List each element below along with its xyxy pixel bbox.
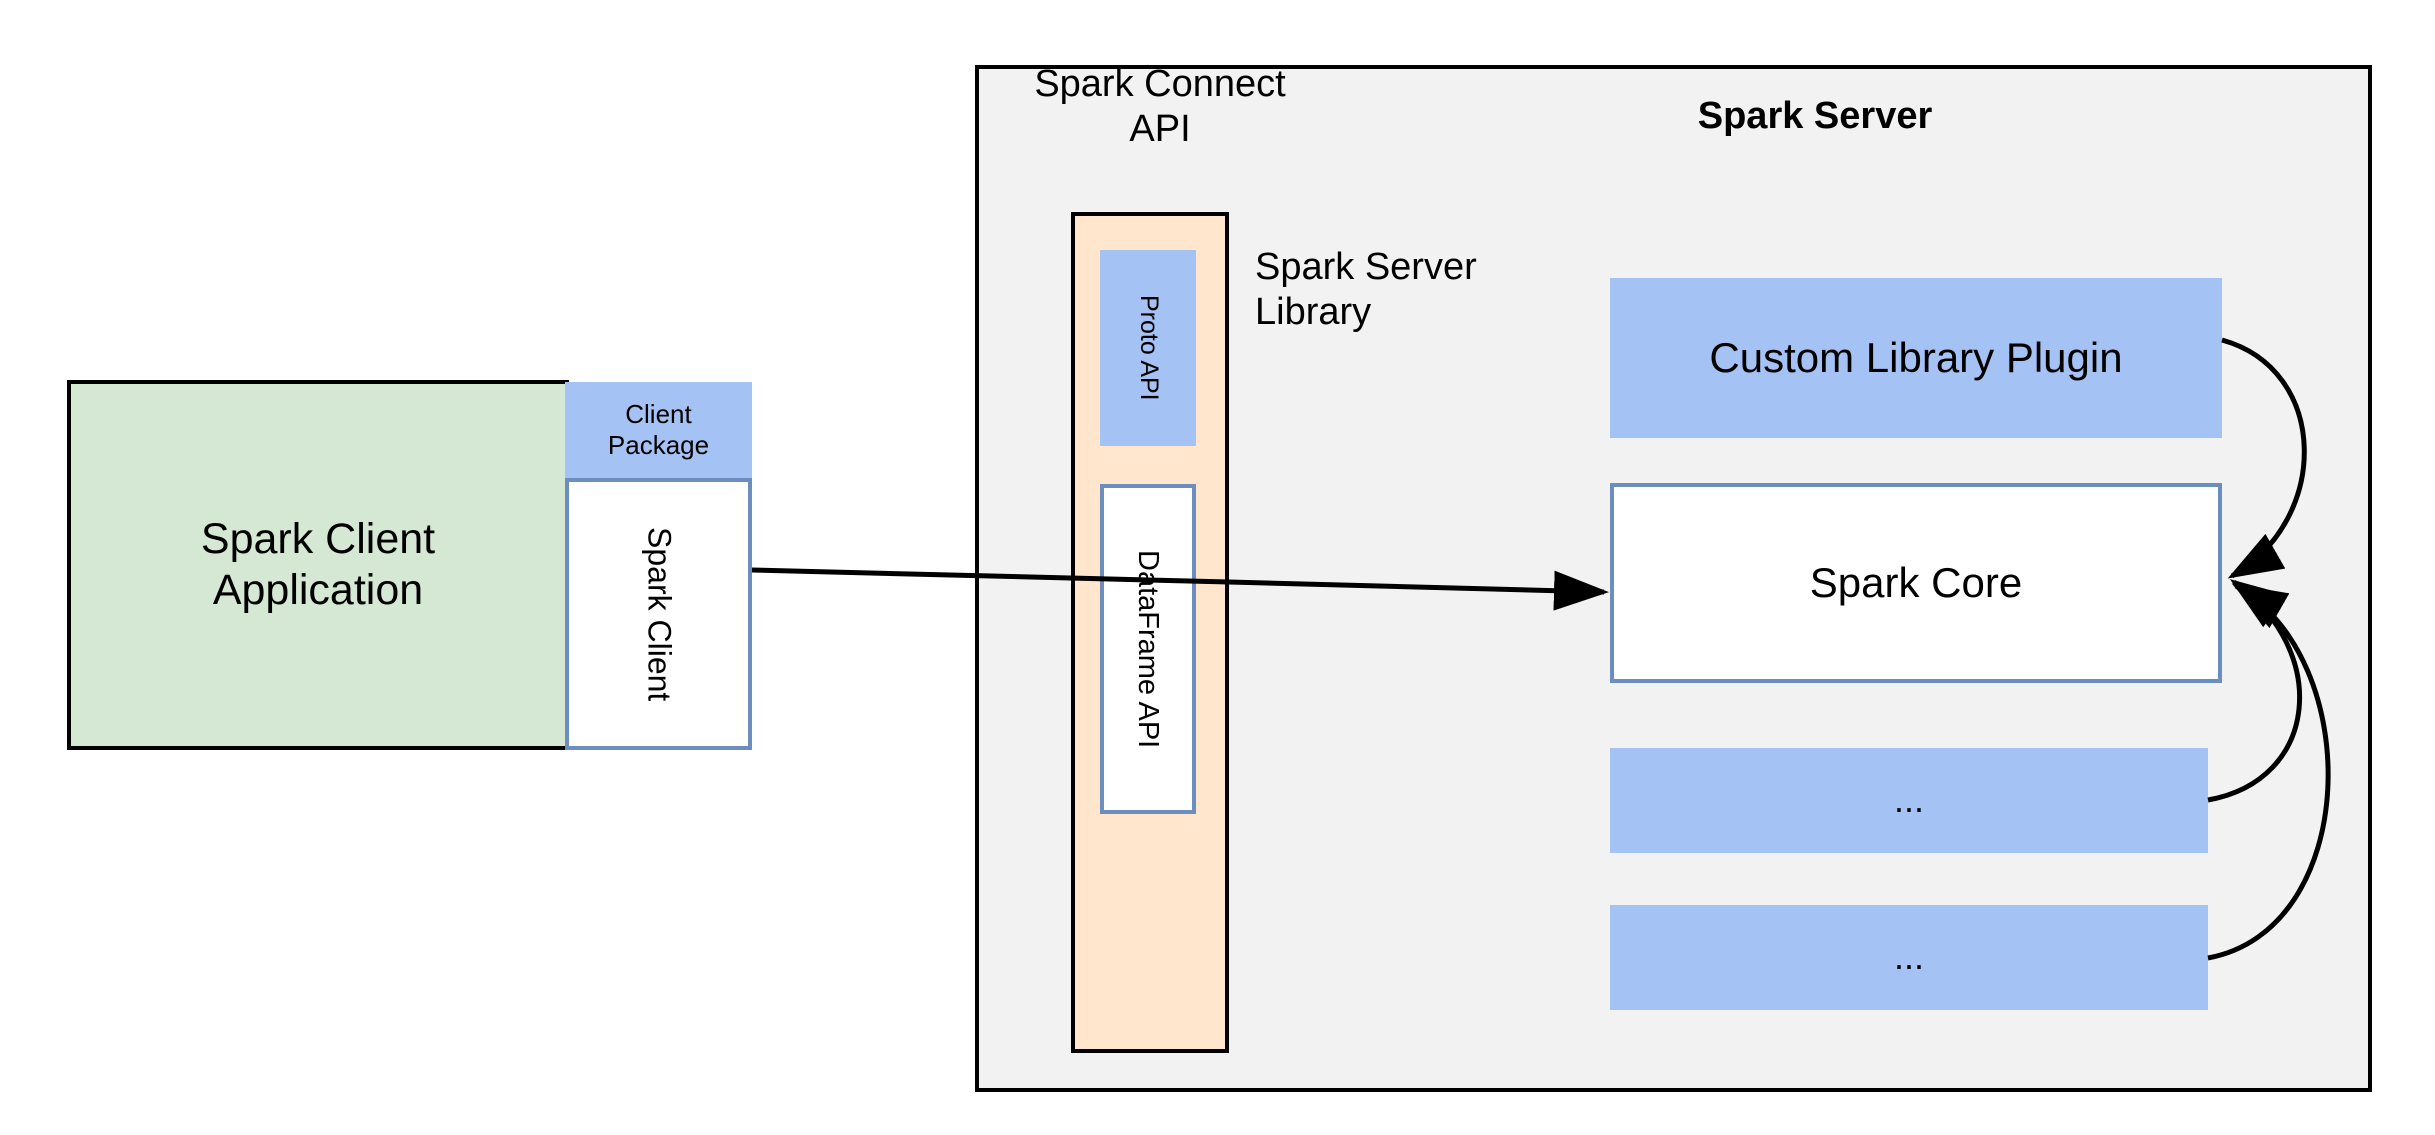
spark-client-application-box[interactable]: Spark Client Application [67, 380, 569, 750]
ellipsis-label-1: ... [1893, 779, 1924, 821]
proto-api-label: Proto API [1134, 295, 1163, 401]
proto-api-box[interactable]: Proto API [1100, 250, 1196, 446]
client-app-label-line1: Spark Client [200, 515, 436, 564]
client-package-label-line1: Client [625, 399, 692, 430]
spark-client-label: Spark Client [641, 526, 678, 702]
ellipsis-label-2: ... [1893, 936, 1924, 978]
spark-server-library-label: Spark Server Library [1255, 240, 1535, 340]
connect-api-label-line1: Spark Connect [1034, 63, 1286, 106]
dataframe-api-box[interactable]: DataFrame API [1100, 484, 1196, 814]
ellipsis-box-1[interactable]: ... [1610, 748, 2208, 853]
client-package-box[interactable]: Client Package [565, 382, 752, 478]
custom-library-plugin-label: Custom Library Plugin [1709, 334, 2123, 382]
ellipsis-box-2[interactable]: ... [1610, 905, 2208, 1010]
server-library-label-line2: Library [1255, 291, 1372, 333]
client-app-label-line2: Application [212, 566, 424, 614]
spark-server-title: Spark Server [1697, 94, 1933, 137]
client-package-label: Client Package [608, 399, 709, 460]
connect-api-label-line2: API [1129, 108, 1191, 150]
custom-library-plugin-box[interactable]: Custom Library Plugin [1610, 278, 2222, 438]
spark-core-box[interactable]: Spark Core [1610, 483, 2222, 683]
spark-core-label: Spark Core [1809, 559, 2023, 607]
spark-client-application-label: Spark Client Application [201, 514, 435, 615]
spark-client-box[interactable]: Spark Client [565, 478, 752, 750]
client-package-label-line2: Package [607, 430, 710, 460]
dataframe-api-label: DataFrame API [1132, 549, 1165, 749]
spark-connect-api-label: Spark Connect API [1015, 62, 1305, 152]
server-library-label-line1: Spark Server [1255, 246, 1477, 289]
